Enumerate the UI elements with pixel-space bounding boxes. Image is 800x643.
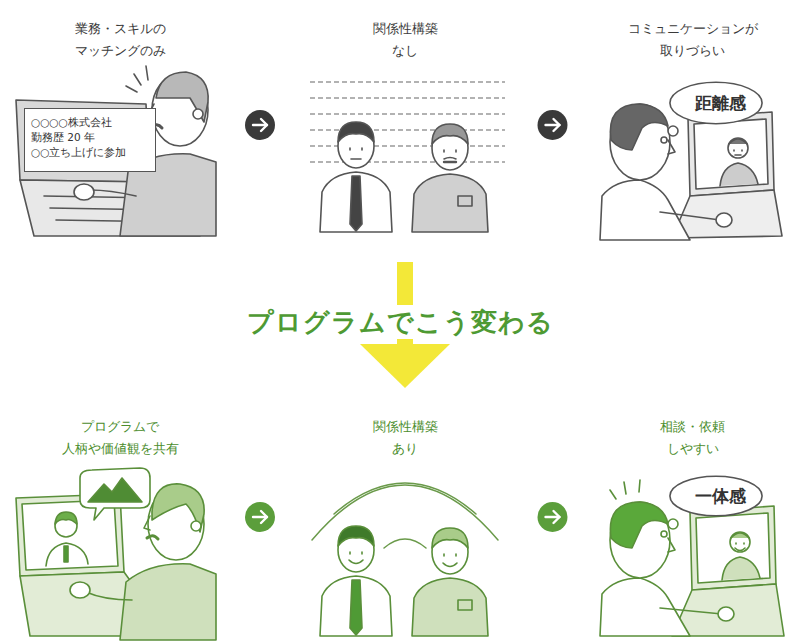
two-men-illustration [320,122,488,232]
step-caption: 関係性構築 なし [371,18,440,62]
step-panel: プログラムで 人柄や価値観を共有 [20,410,220,638]
step-caption: 相談・依頼 しやすい [658,416,727,460]
bubble-shape [670,82,762,123]
thought-bubble: 距離感 [668,80,764,126]
sharing-illustration [16,468,216,640]
title-band: プログラムでこう変わる [0,305,800,339]
step-caption: コミュニケーションが 取りづらい [626,18,760,62]
arrow-circle [245,110,275,140]
arrow-circle [245,502,275,532]
arrow-head [554,119,560,131]
arrow-head [261,511,267,523]
title: プログラムでこう変わる [241,305,560,339]
step-caption: 関係性構築 あり [371,416,440,460]
bubble-shape [670,476,762,516]
flow-connector [220,502,300,532]
arrow-circle [538,110,568,140]
step-panel: 関係性構築 あり [300,388,510,638]
connector-path [510,517,595,518]
profile-screen: ○○○○株式会社勤務歴 20 年○○立ち上げに参加 [24,108,156,172]
thought-bubble: 一体感 [668,474,764,518]
profile-line: ○○○○株式会社 [31,115,133,130]
connector-path [220,517,300,518]
flow-connector [220,110,300,140]
connector-path [220,125,300,126]
step-panel: 関係性構築 なし [300,12,510,262]
step-panel: コミュニケーションが 取りづらい距離感 [595,12,790,242]
two-men-smiling-illustration [320,526,488,636]
laptop-man-illustration [16,66,216,236]
arrow-head [554,511,560,523]
distance-illustration [600,104,782,240]
arrow-head [261,119,267,131]
bubble-word: 距離感 [695,92,738,115]
connection-arcs [312,483,498,548]
step-panel: 業務・スキルの マッチングのみ ○○○○株式会社勤務歴 20 年○○立ち上げに参加 [20,12,220,242]
profile-line: 勤務歴 20 年 [31,130,74,145]
bubble-word: 一体感 [695,485,738,508]
step-caption: 業務・スキルの マッチングのみ [73,18,168,62]
connector-path [510,125,595,126]
profile-line: ○○立ち上げに参加 [31,145,149,160]
flow-connector [510,502,595,532]
arrow-head [360,344,450,388]
flow-connector [510,110,595,140]
arrow-circle [538,502,568,532]
step-caption: プログラムで 人柄や価値観を共有 [60,416,181,460]
step-panel: 相談・依頼 しやすい一体感 [595,410,790,638]
